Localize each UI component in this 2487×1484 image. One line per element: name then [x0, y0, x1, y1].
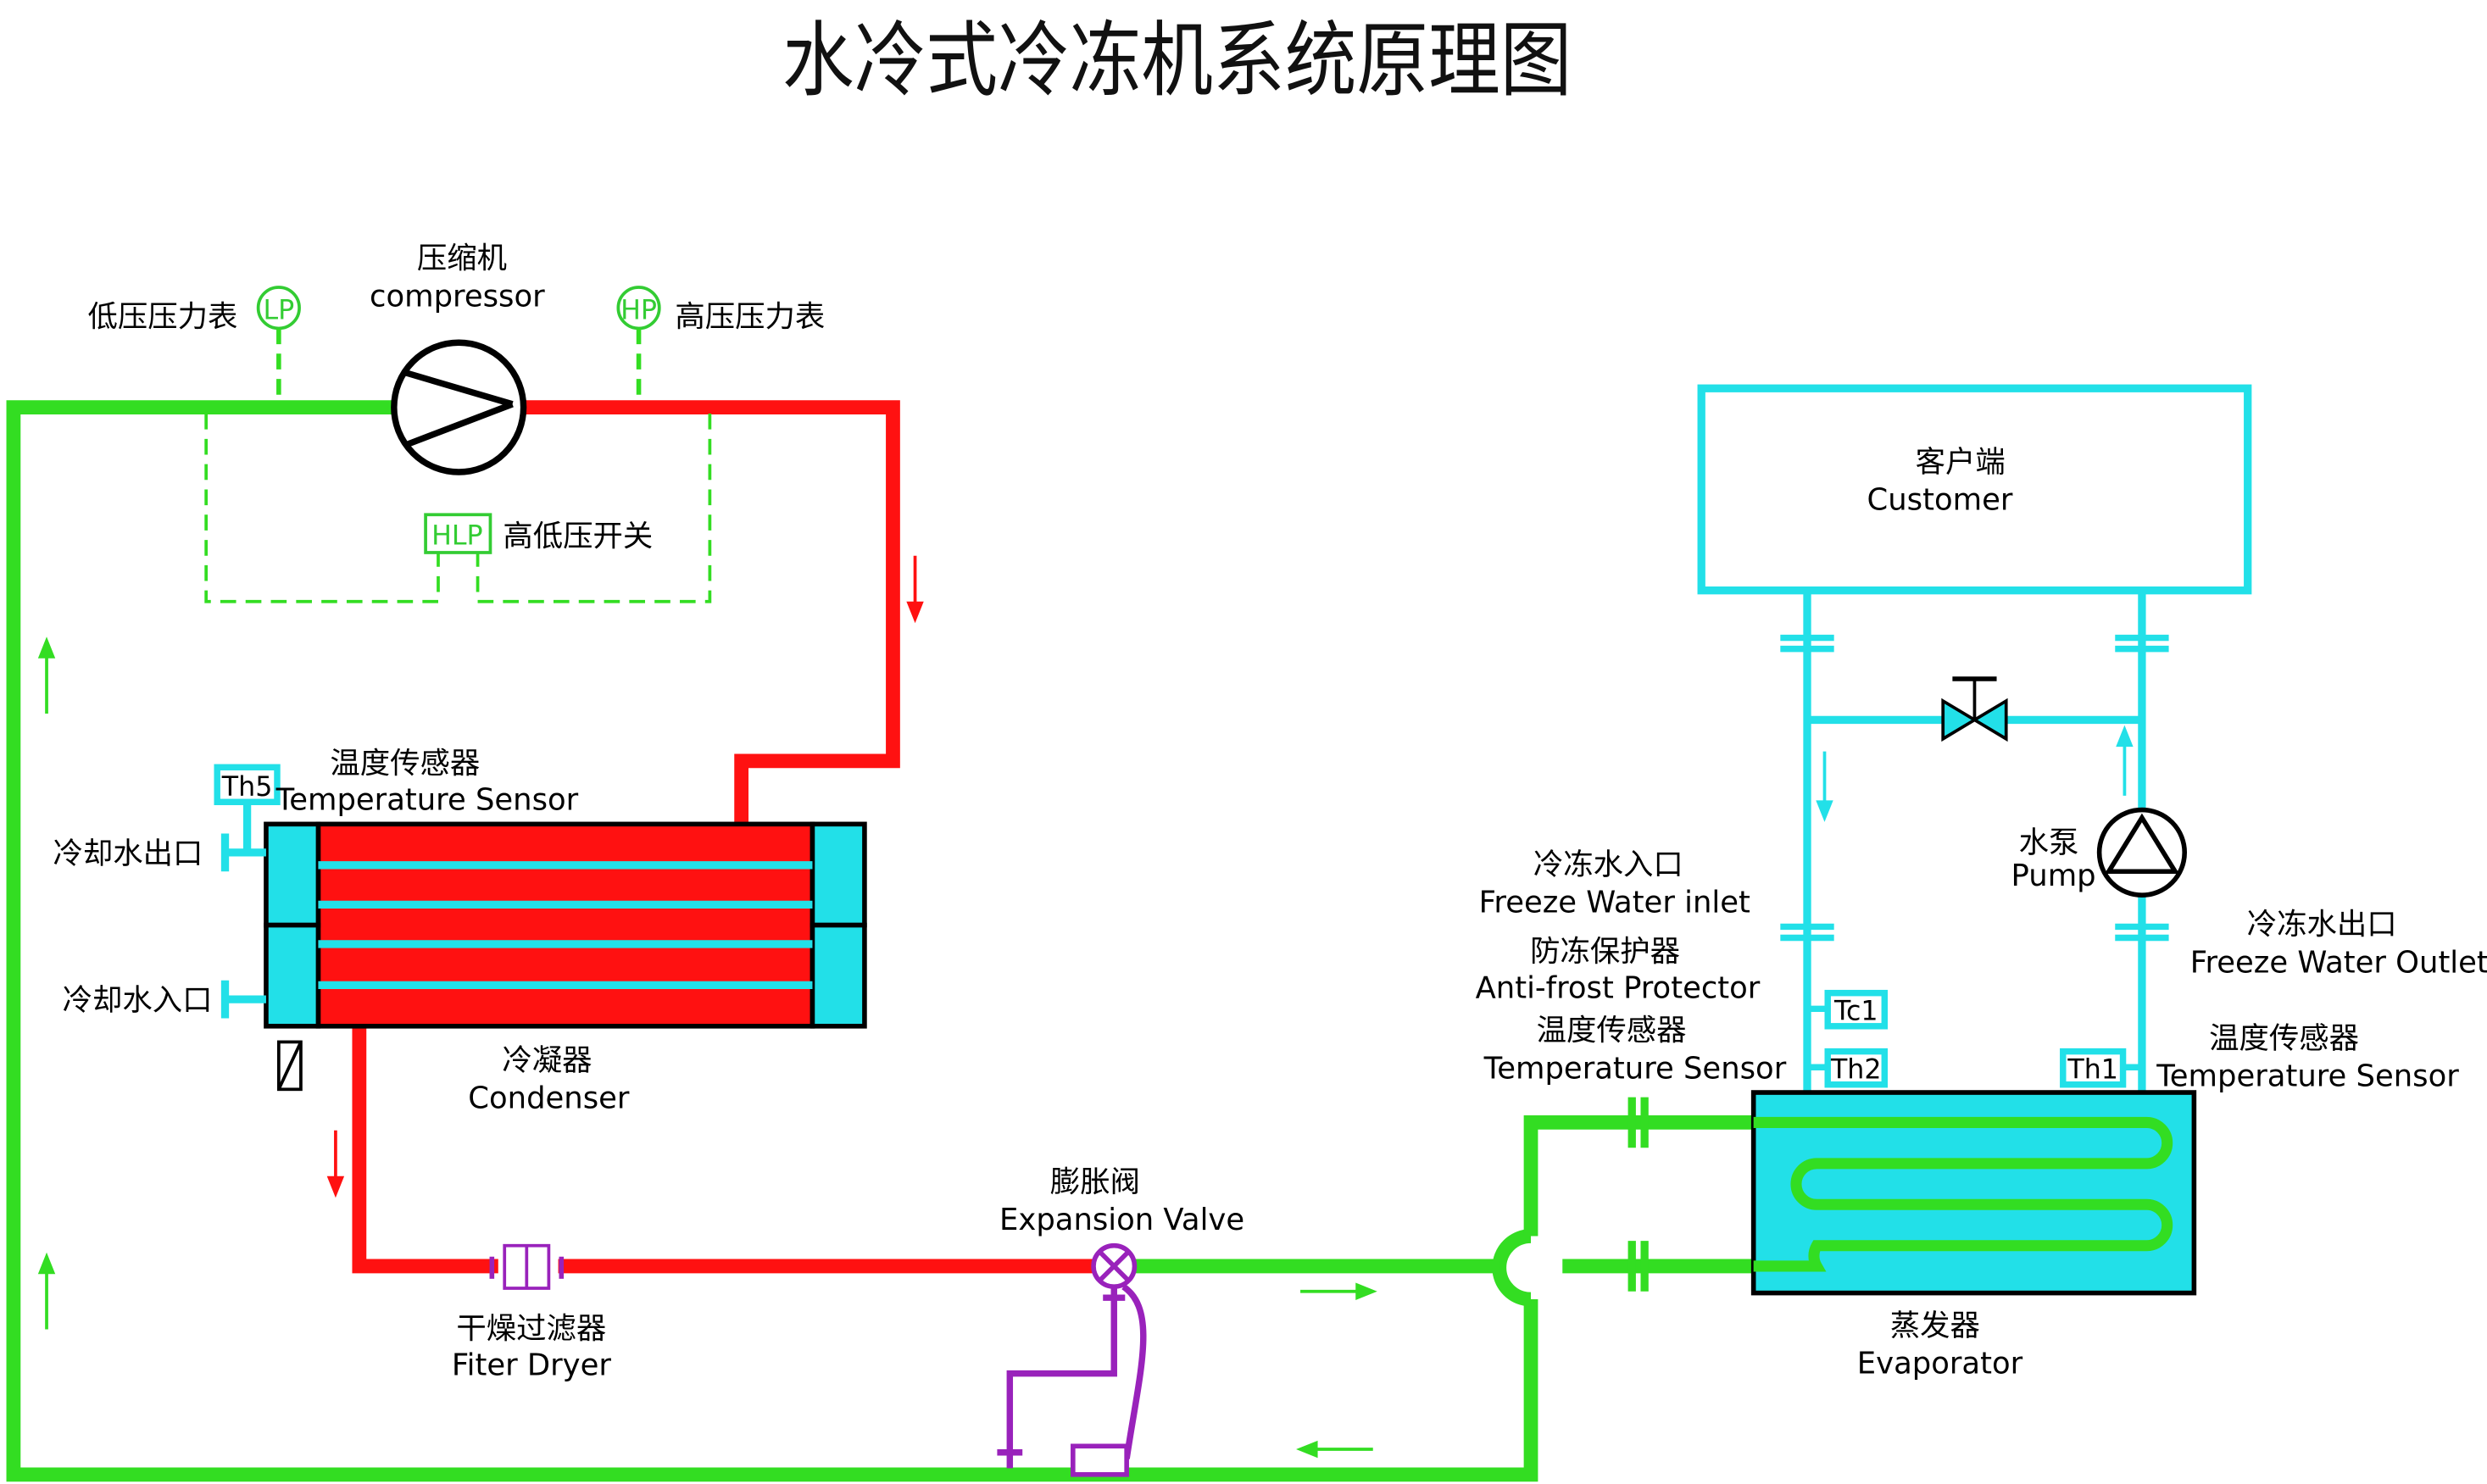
th5-sensor-label-en: Temperature Sensor — [275, 783, 579, 818]
pump-label-cn: 水泵 — [2019, 825, 2079, 860]
lp-tag: LP — [263, 295, 294, 325]
water-pump — [2096, 807, 2188, 898]
th2-sensor: Th2 — [1807, 1048, 1889, 1088]
tc1-sensor: Tc1 — [1807, 989, 1889, 1030]
low-pressure-line — [6, 400, 1754, 1482]
th1-tag: Th1 — [2067, 1054, 2118, 1085]
evap-right-sensor-label-cn: 温度传感器 — [2209, 1021, 2359, 1056]
evaporator-label-cn: 蒸发器 — [1890, 1309, 1980, 1343]
expansion-valve — [997, 1242, 1147, 1477]
freeze-water-inlet-label-en: Freeze Water inlet — [1479, 886, 1750, 920]
pressure-switch-wiring — [204, 414, 712, 603]
condenser-label-cn: 冷凝器 — [502, 1043, 592, 1078]
diagram-title: 水冷式冷冻机系统原理图 — [782, 12, 1572, 108]
drain-valve-icon — [276, 1040, 303, 1092]
cooling-water-outlet-label: 冷却水出口 — [53, 836, 203, 871]
cooling-water-inlet-label: 冷却水入口 — [63, 983, 213, 1018]
th5-sensor: Th5 — [214, 764, 281, 853]
lp-gauge-label: 低压压力表 — [87, 300, 237, 335]
hlp-switch: HLP — [424, 513, 492, 554]
hp-tag: HP — [620, 295, 657, 325]
th2-tag: Th2 — [1830, 1054, 1882, 1085]
hp-gauge-label: 高压压力表 — [675, 300, 825, 335]
high-pressure-gauge: HP — [616, 286, 661, 404]
th5-tag: Th5 — [221, 772, 273, 803]
evap-right-sensor-label-en: Temperature Sensor — [2156, 1059, 2459, 1094]
compressor-label-cn: 压缩机 — [417, 242, 507, 276]
customer-box — [1697, 384, 2252, 595]
pump-label-en: Pump — [2011, 859, 2096, 893]
filter-dryer-label-en: Fiter Dryer — [452, 1348, 612, 1382]
expansion-valve-label-cn: 膨胀阀 — [1050, 1164, 1140, 1199]
customer-label-en: Customer — [1867, 483, 2013, 518]
high-side-flow-arrows — [326, 555, 924, 1198]
customer-label-cn: 客户端 — [1916, 445, 2006, 480]
freeze-water-inlet-label-cn: 冷冻水入口 — [1533, 848, 1683, 882]
compressor-label-en: compressor — [370, 279, 545, 314]
compressor — [391, 339, 527, 475]
th5-sensor-label-cn: 温度传感器 — [330, 747, 480, 781]
freeze-water-outlet-label-cn: 冷冻水出口 — [2247, 908, 2397, 942]
low-side-flow-arrows — [37, 636, 1377, 1459]
water-flow-arrows — [1816, 725, 2134, 822]
antifrost-label-en: Anti-frost Protector — [1476, 970, 1761, 1005]
high-pressure-line — [352, 400, 1095, 1274]
freeze-water-outlet-label-en: Freeze Water Outlet — [2190, 945, 2487, 980]
cooling-water-ports — [220, 833, 266, 1019]
filter-dryer — [489, 1243, 565, 1290]
hlp-switch-label: 高低压开关 — [503, 520, 653, 554]
evaporator-label-en: Evaporator — [1857, 1347, 2023, 1381]
antifrost-label-cn: 防冻保护器 — [1530, 934, 1680, 969]
evaporator — [1750, 1090, 2197, 1296]
expansion-valve-label-en: Expansion Valve — [999, 1203, 1244, 1237]
condenser — [264, 821, 867, 1029]
condenser-label-en: Condenser — [468, 1081, 630, 1116]
evap-left-sensor-label-cn: 温度传感器 — [1537, 1014, 1687, 1048]
bypass-valve — [1941, 676, 2008, 742]
th1-sensor: Th1 — [2060, 1048, 2142, 1088]
low-pressure-gauge: LP — [256, 286, 301, 404]
evap-left-sensor-label-en: Temperature Sensor — [1483, 1051, 1787, 1086]
tc1-tag: Tc1 — [1833, 996, 1878, 1026]
filter-dryer-label-cn: 干燥过滤器 — [456, 1312, 606, 1347]
hlp-tag: HLP — [431, 521, 483, 552]
